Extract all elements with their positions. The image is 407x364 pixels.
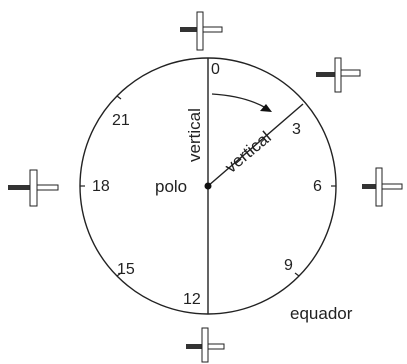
gnomon-icon: [180, 11, 223, 51]
tick-mark: [294, 272, 300, 277]
tick-mark: [116, 95, 122, 100]
pole-label: polo: [155, 177, 188, 196]
gnomon-icon: [362, 167, 403, 207]
gnomon-icon: [316, 57, 361, 93]
hour-label-0: 0: [211, 61, 220, 78]
tick-mark: [116, 272, 122, 277]
gnomon-icon: [186, 327, 225, 363]
equator-label: equador: [290, 304, 353, 323]
hour-label-12: 12: [183, 291, 201, 308]
hour-label-21: 21: [112, 112, 130, 129]
pole-dot: [204, 182, 212, 190]
hour-label-6: 6: [313, 178, 322, 195]
rotation-arrowhead: [260, 104, 272, 112]
rotation-arc: [211, 93, 267, 109]
rotated-vertical-line: [207, 103, 304, 187]
vertical-reference-label: vertical: [185, 108, 204, 162]
gnomon-icon: [8, 169, 59, 207]
hour-label-3: 3: [292, 121, 301, 138]
hour-label-15: 15: [117, 261, 135, 278]
hour-label-18: 18: [92, 178, 110, 195]
hour-label-9: 9: [284, 257, 293, 274]
